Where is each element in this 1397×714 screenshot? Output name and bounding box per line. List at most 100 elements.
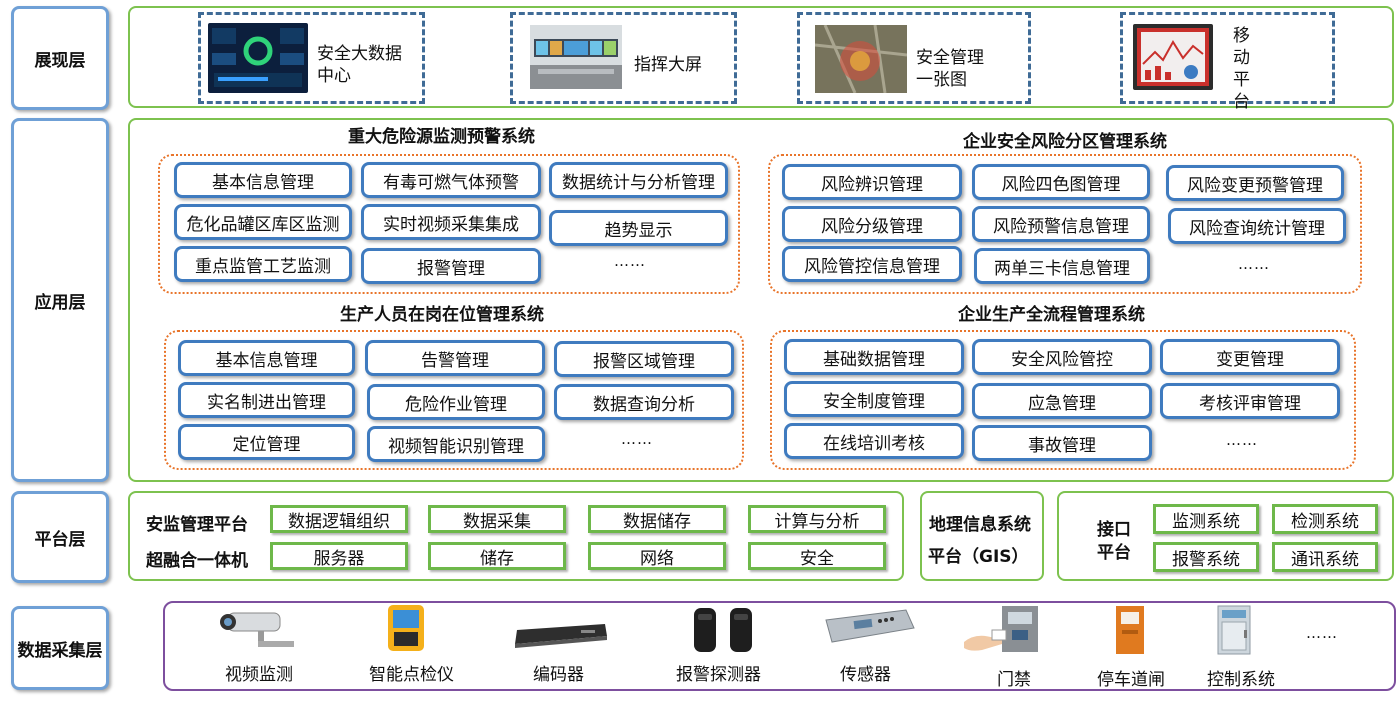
group3-item-5[interactable]: 危险作业管理 — [367, 384, 545, 420]
platform-iface-line1: 接口 — [1097, 520, 1131, 540]
command-center-icon — [530, 25, 622, 89]
group3-item-8[interactable]: 视频智能识别管理 — [367, 426, 545, 462]
platform-row1-item-2[interactable]: 数据采集 — [428, 505, 566, 533]
layer-application-label: 应用层 — [34, 292, 86, 313]
access-control-icon — [962, 604, 1046, 654]
group4-ellipsis: …… — [1226, 431, 1258, 449]
display-mobile-char4: 台 — [1233, 92, 1250, 112]
collection-label-3: 编码器 — [533, 665, 584, 685]
display-mobile-char2: 动 — [1233, 48, 1250, 68]
display-map-line1: 安全管理 — [916, 48, 984, 68]
layer-display-label: 展现层 — [34, 50, 86, 71]
layer-display: 展现层 — [11, 6, 109, 110]
group4-title: 企业生产全流程管理系统 — [958, 305, 1145, 325]
collection-label-1: 视频监测 — [225, 665, 293, 685]
sensor-panel-icon — [820, 608, 916, 644]
platform-row1-item-1[interactable]: 数据逻辑组织 — [270, 505, 408, 533]
group2-frame — [768, 154, 1362, 294]
display-command-label: 指挥大屏 — [634, 55, 702, 75]
platform-gis-line2: 平台（GIS） — [928, 547, 1029, 567]
group2-item-4[interactable]: 风险分级管理 — [782, 206, 962, 242]
platform-iface-item-3[interactable]: 报警系统 — [1153, 542, 1259, 572]
platform-iface-item-4[interactable]: 通讯系统 — [1272, 542, 1378, 572]
platform-iface-item-2[interactable]: 检测系统 — [1272, 504, 1378, 534]
group2-item-5[interactable]: 风险预警信息管理 — [972, 206, 1150, 242]
group1-item-2[interactable]: 有毒可燃气体预警 — [361, 162, 541, 198]
group2-item-2[interactable]: 风险四色图管理 — [972, 164, 1150, 200]
platform-gis-panel — [920, 491, 1044, 581]
group1-item-6[interactable]: 趋势显示 — [549, 210, 728, 246]
group4-frame — [770, 330, 1356, 470]
group1-item-1[interactable]: 基本信息管理 — [174, 162, 352, 198]
encoder-rack-icon — [511, 620, 611, 648]
group4-item-2[interactable]: 安全风险管控 — [972, 339, 1152, 375]
platform-gis-line1: 地理信息系统 — [929, 515, 1031, 535]
platform-row1-item-3[interactable]: 数据储存 — [588, 505, 726, 533]
collection-label-8: 控制系统 — [1207, 670, 1275, 690]
platform-row2-item-3[interactable]: 网络 — [588, 542, 726, 570]
group2-item-6[interactable]: 风险查询统计管理 — [1168, 208, 1346, 244]
group3-item-6[interactable]: 数据查询分析 — [554, 384, 734, 420]
group4-item-7[interactable]: 在线培训考核 — [784, 423, 964, 459]
platform-row2-item-4[interactable]: 安全 — [748, 542, 886, 570]
layer-platform-label: 平台层 — [34, 529, 86, 550]
group1-item-7[interactable]: 重点监管工艺监测 — [174, 246, 352, 282]
group2-item-1[interactable]: 风险辨识管理 — [782, 164, 962, 200]
layer-platform: 平台层 — [11, 491, 109, 583]
group3-title: 生产人员在岗在位管理系统 — [340, 305, 544, 325]
group2-item-3[interactable]: 风险变更预警管理 — [1166, 165, 1344, 201]
group2-item-8[interactable]: 两单三卡信息管理 — [974, 248, 1150, 284]
group2-ellipsis: …… — [1238, 255, 1270, 273]
display-map-line2: 一张图 — [916, 70, 967, 90]
dashboard-screen-icon — [208, 23, 308, 93]
display-item-mobile[interactable]: 移 动 平 台 — [1120, 12, 1335, 112]
group1-item-8[interactable]: 报警管理 — [361, 248, 541, 284]
collection-label-2: 智能点检仪 — [369, 665, 454, 685]
parking-barrier-icon — [1112, 604, 1148, 656]
group3-item-7[interactable]: 定位管理 — [178, 424, 355, 460]
layer-collection-label: 数据采集层 — [17, 640, 103, 661]
group1-item-3[interactable]: 数据统计与分析管理 — [549, 162, 728, 198]
platform-row2-item-2[interactable]: 储存 — [428, 542, 566, 570]
display-mobile-char1: 移 — [1233, 26, 1250, 46]
platform-iface-line2: 平台 — [1097, 543, 1131, 563]
group3-item-3[interactable]: 报警区域管理 — [554, 341, 734, 377]
group1-ellipsis: …… — [614, 252, 646, 270]
group4-item-6[interactable]: 考核评审管理 — [1160, 383, 1340, 419]
display-bigdata-line1: 安全大数据 — [317, 44, 402, 64]
group1-item-5[interactable]: 实时视频采集集成 — [361, 204, 541, 240]
aerial-map-icon — [814, 24, 908, 94]
group1-title: 重大危险源监测预警系统 — [348, 127, 535, 147]
group2-item-7[interactable]: 风险管控信息管理 — [782, 246, 962, 282]
group1-frame — [158, 154, 740, 294]
handheld-inspector-icon — [386, 603, 426, 653]
platform-iface-item-1[interactable]: 监测系统 — [1153, 504, 1259, 534]
group3-ellipsis: …… — [621, 430, 653, 448]
group4-item-1[interactable]: 基础数据管理 — [784, 339, 964, 375]
collection-label-4: 报警探测器 — [676, 665, 761, 685]
group3-item-2[interactable]: 告警管理 — [365, 340, 545, 376]
collection-panel — [163, 601, 1396, 691]
collection-label-5: 传感器 — [840, 665, 891, 685]
display-item-command[interactable]: 指挥大屏 — [510, 12, 737, 104]
mobile-chart-icon — [1133, 24, 1213, 90]
group3-item-4[interactable]: 实名制进出管理 — [178, 382, 355, 418]
collection-ellipsis: …… — [1306, 624, 1338, 642]
group3-item-1[interactable]: 基本信息管理 — [178, 340, 355, 376]
group4-item-4[interactable]: 安全制度管理 — [784, 381, 964, 417]
group4-item-3[interactable]: 变更管理 — [1160, 339, 1340, 375]
display-item-map[interactable]: 安全管理 一张图 — [797, 12, 1031, 104]
layer-collection: 数据采集层 — [11, 606, 109, 690]
platform-row2-label: 超融合一体机 — [146, 551, 248, 571]
group4-item-8[interactable]: 事故管理 — [972, 425, 1152, 461]
control-cabinet-icon — [1214, 604, 1254, 656]
collection-label-7: 停车道闸 — [1097, 670, 1165, 690]
group1-item-4[interactable]: 危化品罐区库区监测 — [174, 204, 352, 240]
group4-item-5[interactable]: 应急管理 — [972, 383, 1152, 419]
display-item-bigdata[interactable]: 安全大数据 中心 — [198, 12, 425, 104]
group3-frame — [164, 330, 744, 470]
platform-row1-label: 安监管理平台 — [146, 515, 248, 535]
alarm-detector-icon — [690, 606, 760, 654]
platform-row2-item-1[interactable]: 服务器 — [270, 542, 408, 570]
platform-row1-item-4[interactable]: 计算与分析 — [748, 505, 886, 533]
